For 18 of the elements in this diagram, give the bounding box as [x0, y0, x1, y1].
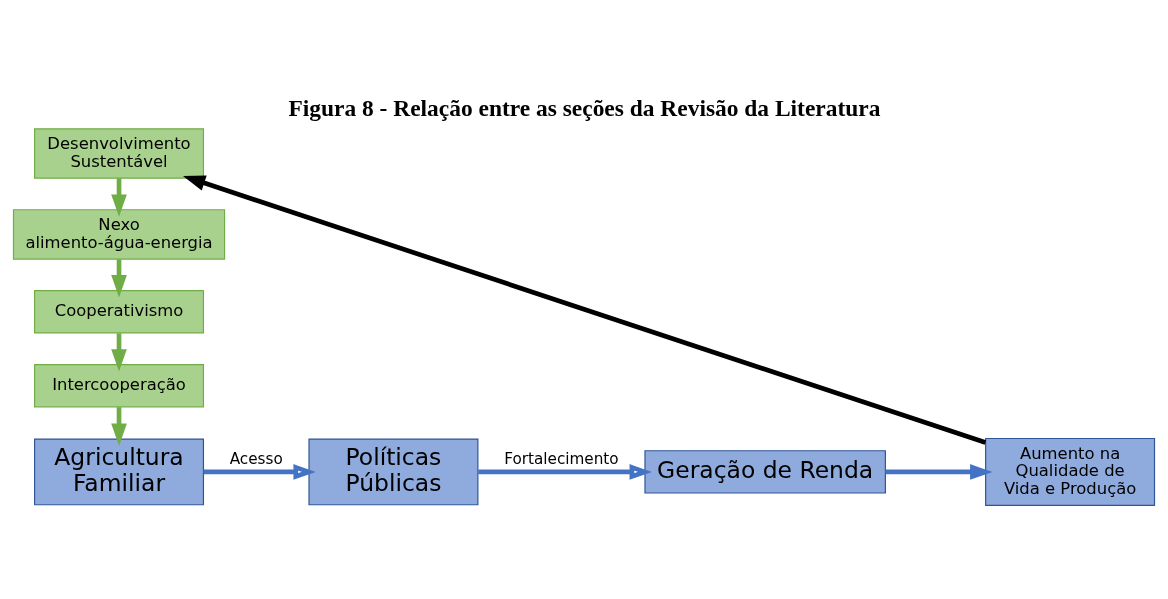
node-box: Intercooperação: [34, 364, 205, 408]
node-box: Agricultura Familiar: [34, 438, 205, 506]
node-box: Aumento na Qualidade de Vida e Produção: [985, 437, 1156, 506]
arrow: [111, 178, 127, 217]
edge-label: Fortalecimento: [504, 450, 619, 469]
arrow: [111, 333, 127, 372]
node-box: Cooperativismo: [34, 290, 205, 334]
edge-label: Acesso: [229, 450, 283, 469]
node-box: Políticas Públicas: [308, 438, 479, 506]
arrow: [203, 464, 316, 480]
arrow: [111, 407, 127, 446]
node-box: Desenvolvimento Sustentável: [34, 128, 205, 179]
arrow: [478, 464, 652, 480]
node-box: Nexo alimento-água-energia: [12, 209, 226, 260]
node-box: Geração de Renda: [644, 450, 886, 494]
arrow: [183, 175, 987, 445]
arrow: [885, 464, 993, 480]
diagram-title: Figura 8 - Relação entre as seções da Revisão da Literatura: [288, 94, 881, 121]
